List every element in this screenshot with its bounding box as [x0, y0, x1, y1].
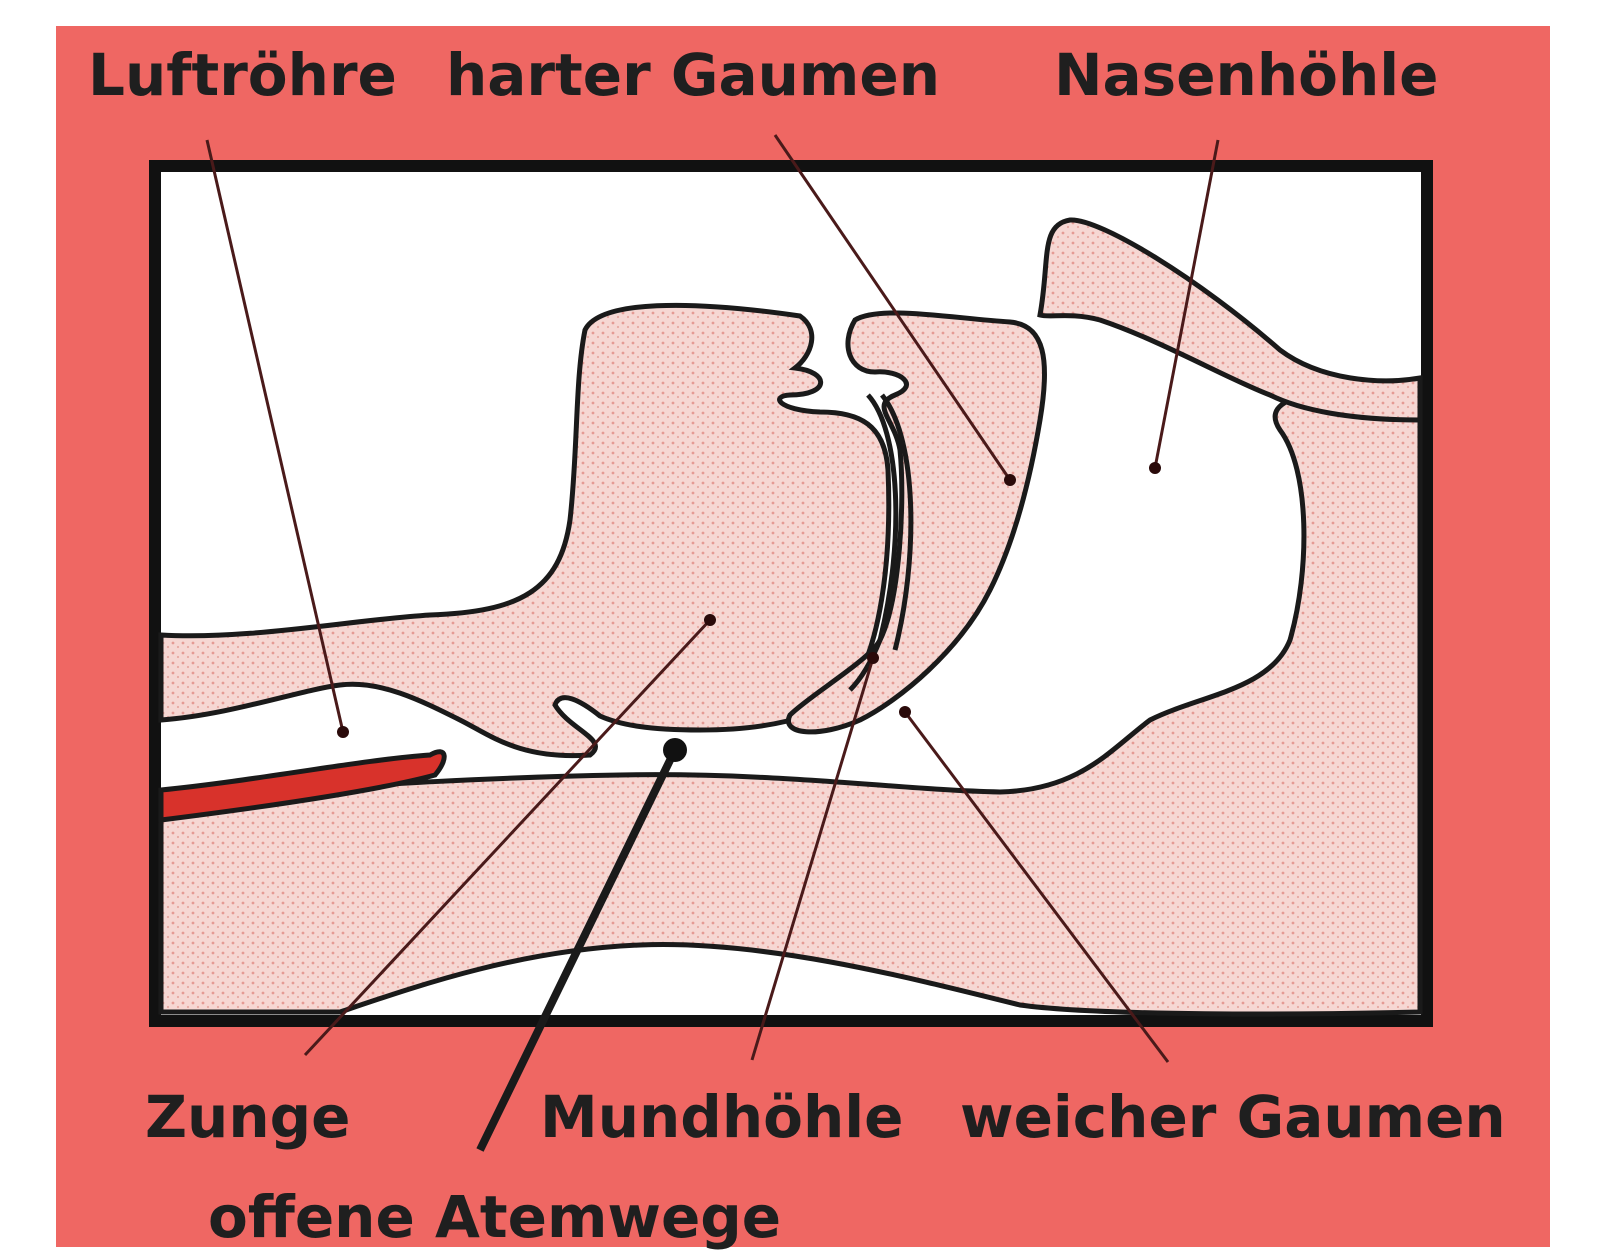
label-soft-palate: weicher Gaumen: [960, 1088, 1506, 1146]
label-hard-palate: harter Gaumen: [446, 46, 940, 104]
label-oral-cavity: Mundhöhle: [540, 1088, 903, 1146]
label-tongue: Zunge: [145, 1088, 351, 1146]
label-nasal-cavity: Nasenhöhle: [1054, 46, 1438, 104]
label-trachea: Luftröhre: [88, 46, 397, 104]
label-open-airway: offene Atemwege: [208, 1188, 781, 1246]
